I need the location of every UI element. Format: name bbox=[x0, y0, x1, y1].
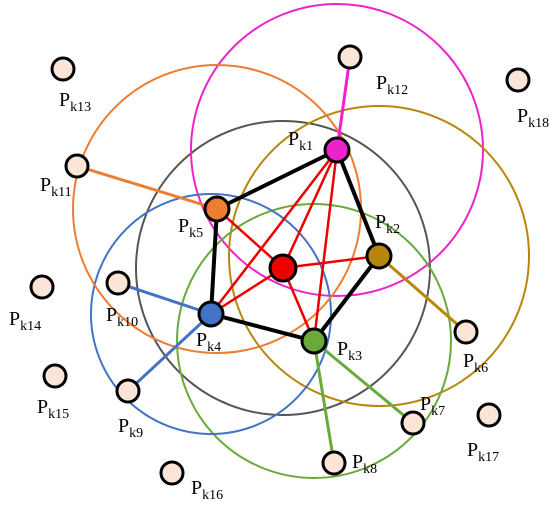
node-k3 bbox=[300, 327, 328, 355]
node-label-k16: Pk16 bbox=[191, 477, 223, 503]
node-k15 bbox=[42, 363, 68, 389]
edge-center-k5 bbox=[215, 207, 285, 270]
edge-k5-k1 bbox=[215, 148, 339, 211]
node-label-k17: Pk17 bbox=[467, 439, 499, 465]
coverage-circles bbox=[72, 3, 530, 479]
edge-k4-k1 bbox=[209, 148, 339, 316]
node-label-k8: Pk8 bbox=[352, 451, 377, 477]
node-k8 bbox=[321, 450, 347, 476]
coverage-circle-k2 bbox=[228, 105, 530, 407]
coverage-circle-k1 bbox=[190, 3, 484, 297]
node-k18 bbox=[505, 67, 531, 93]
node-k17 bbox=[476, 402, 502, 428]
edge-k3-k7 bbox=[312, 339, 415, 425]
node-k13 bbox=[50, 56, 76, 82]
node-label-k3: Pk3 bbox=[337, 338, 362, 364]
node-label-k12: Pk12 bbox=[376, 72, 408, 98]
node-label-k14: Pk14 bbox=[9, 308, 41, 334]
node-k11 bbox=[64, 153, 90, 179]
node-label-k2: Pk2 bbox=[375, 211, 400, 237]
node-k1 bbox=[323, 136, 351, 164]
node-labels: Pk1Pk2Pk3Pk4Pk5Pk6Pk7Pk8Pk9Pk10Pk11Pk12P… bbox=[9, 72, 549, 503]
node-center bbox=[268, 253, 298, 283]
node-k14 bbox=[29, 274, 55, 300]
node-label-k18: Pk18 bbox=[517, 105, 549, 131]
node-k7 bbox=[400, 410, 426, 436]
node-label-k11: Pk11 bbox=[40, 174, 72, 200]
node-label-k10: Pk10 bbox=[106, 304, 138, 330]
node-label-k5: Pk5 bbox=[178, 215, 203, 241]
node-k4 bbox=[197, 300, 225, 328]
edge-k1-k2 bbox=[335, 148, 381, 258]
edge-center-k1 bbox=[281, 148, 339, 270]
node-k9 bbox=[115, 378, 141, 404]
coverage-circle-k4 bbox=[90, 193, 332, 435]
node-k2 bbox=[365, 242, 393, 270]
edge-center-k2 bbox=[281, 254, 381, 270]
node-label-k1: Pk1 bbox=[288, 128, 313, 154]
edge-k1-k12 bbox=[335, 55, 352, 152]
edge-k2-k6 bbox=[377, 254, 468, 334]
edge-k4-k10 bbox=[116, 281, 213, 316]
edge-k4-k5 bbox=[209, 207, 219, 316]
node-label-k6: Pk6 bbox=[463, 350, 488, 376]
nodes bbox=[29, 44, 531, 486]
edge-k5-k11 bbox=[75, 164, 219, 211]
edge-k1-k3 bbox=[312, 148, 339, 343]
edge-k3-k8 bbox=[312, 339, 336, 465]
edge-k2-k3 bbox=[312, 254, 381, 343]
node-k12 bbox=[337, 44, 363, 70]
node-label-k13: Pk13 bbox=[59, 89, 91, 115]
node-k16 bbox=[159, 460, 185, 486]
node-k10 bbox=[105, 270, 131, 296]
node-k5 bbox=[203, 195, 231, 223]
edge-k3-k4 bbox=[209, 312, 316, 343]
edge-k4-k9 bbox=[126, 312, 213, 393]
node-label-k9: Pk9 bbox=[118, 415, 143, 441]
node-label-k15: Pk15 bbox=[37, 396, 69, 422]
coverage-circle-k3 bbox=[176, 203, 452, 479]
node-k6 bbox=[453, 319, 479, 345]
